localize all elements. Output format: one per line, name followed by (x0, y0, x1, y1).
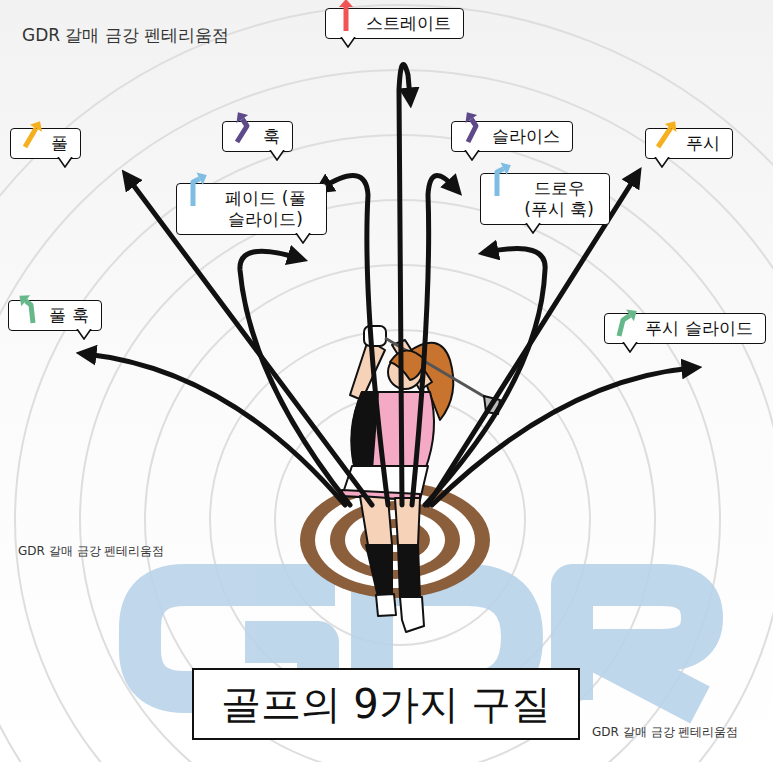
shot-name: 풀 훅 (49, 305, 88, 325)
shot-icon (460, 110, 486, 150)
shot-name: 훅 (263, 126, 280, 146)
shot-name: 페이드 (풀 슬라이드) (217, 188, 314, 230)
range-rings (0, 5, 773, 762)
shot-name: 풀 (51, 133, 68, 153)
callout-tail (269, 150, 285, 161)
shot-callout: 스트레이트 (325, 8, 464, 39)
callout-tail (57, 157, 73, 168)
shot-name: 푸시 슬라이드 (645, 318, 752, 338)
shot-callout: 페이드 (풀 슬라이드) (176, 183, 327, 235)
shot-name: 슬라이스 (492, 126, 560, 146)
callout-tail (622, 342, 638, 353)
shot-callout: 슬라이스 (451, 121, 573, 152)
shot-icon (489, 162, 515, 202)
shot-callout: 푸시 슬라이드 (604, 313, 766, 344)
watermark: GDR 갈매 금강 펜테리움점 (592, 724, 738, 741)
shot-callout: 풀 (10, 128, 81, 159)
watermark: GDR 갈매 금강 펜테리움점 (22, 24, 229, 47)
callout-tail (464, 150, 480, 161)
shot-name: 푸시 (686, 133, 720, 153)
shot-icon (334, 0, 360, 37)
shot-name: 스트레이트 (366, 13, 451, 33)
shot-icon (613, 302, 639, 342)
title-box: 골프의 9가지 구질 (192, 668, 580, 740)
callout-tail (76, 329, 92, 340)
shot-icon (231, 110, 257, 150)
shot-callout: 푸시 (645, 128, 733, 159)
callout-tail (654, 157, 670, 168)
shot-callout: 훅 (222, 121, 293, 152)
shot-callout: 풀 훅 (8, 300, 102, 331)
title-text: 골프의 9가지 구질 (221, 677, 552, 732)
shot-icon (185, 172, 211, 212)
shot-icon (654, 117, 680, 157)
shot-icon (19, 117, 45, 157)
ball-flight-arrows (86, 64, 692, 505)
shot-callout: 드로우 (푸시 훅) (480, 173, 610, 225)
shot-name: 드로우 (푸시 훅) (521, 178, 597, 220)
callout-tail (340, 37, 356, 48)
shot-icon (17, 289, 43, 329)
target (300, 482, 490, 598)
watermark: GDR 갈매 금강 펜테리움점 (18, 543, 164, 560)
callout-tail (525, 223, 541, 234)
callout-tail (295, 233, 311, 244)
